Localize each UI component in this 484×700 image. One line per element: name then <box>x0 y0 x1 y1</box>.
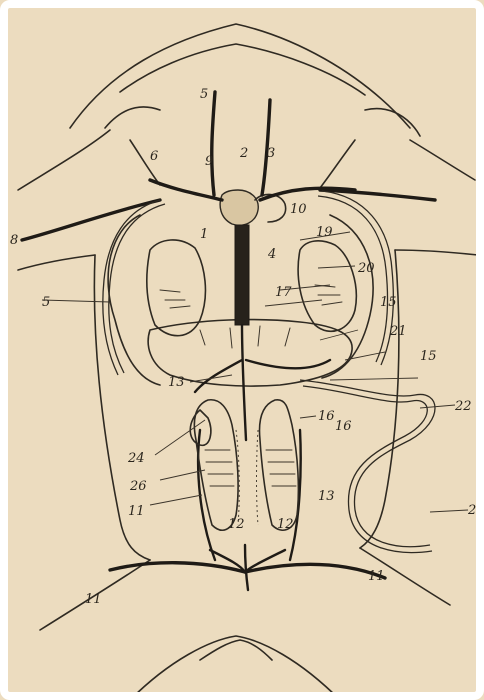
label-12-right: 12 <box>277 517 294 532</box>
label-4: 4 <box>267 247 276 262</box>
label-21: 21 <box>389 324 407 339</box>
label-11-right: 11 <box>368 569 385 584</box>
label-1: 1 <box>200 227 208 242</box>
label-20: 20 <box>357 261 375 276</box>
postcaval-vein <box>235 225 249 325</box>
label-17: 17 <box>275 285 292 300</box>
label-5-top: 5 <box>200 87 208 102</box>
label-15-upper: 15 <box>380 295 397 310</box>
label-16-b: 16 <box>335 419 352 434</box>
label-13: 13 <box>318 489 335 504</box>
label-15: 15 <box>420 349 437 364</box>
label-10: 10 <box>290 202 307 217</box>
label-11-left: 11 <box>85 592 102 607</box>
label-5-left: 5 <box>42 295 50 310</box>
label-13-upper: 13 <box>168 375 185 390</box>
label-3: 3 <box>267 146 275 161</box>
label-11-mid: 11 <box>128 504 145 519</box>
label-12-left: 12 <box>228 517 245 532</box>
label-19: 19 <box>316 225 333 240</box>
label-2: 2 <box>239 146 248 161</box>
label-9: 9 <box>205 154 213 169</box>
label-22: 22 <box>454 399 472 414</box>
label-24: 24 <box>127 451 145 466</box>
label-26: 26 <box>129 479 147 494</box>
label-8: 8 <box>10 233 18 248</box>
label-6: 6 <box>150 149 158 164</box>
label-16-a: 16 <box>318 409 335 424</box>
